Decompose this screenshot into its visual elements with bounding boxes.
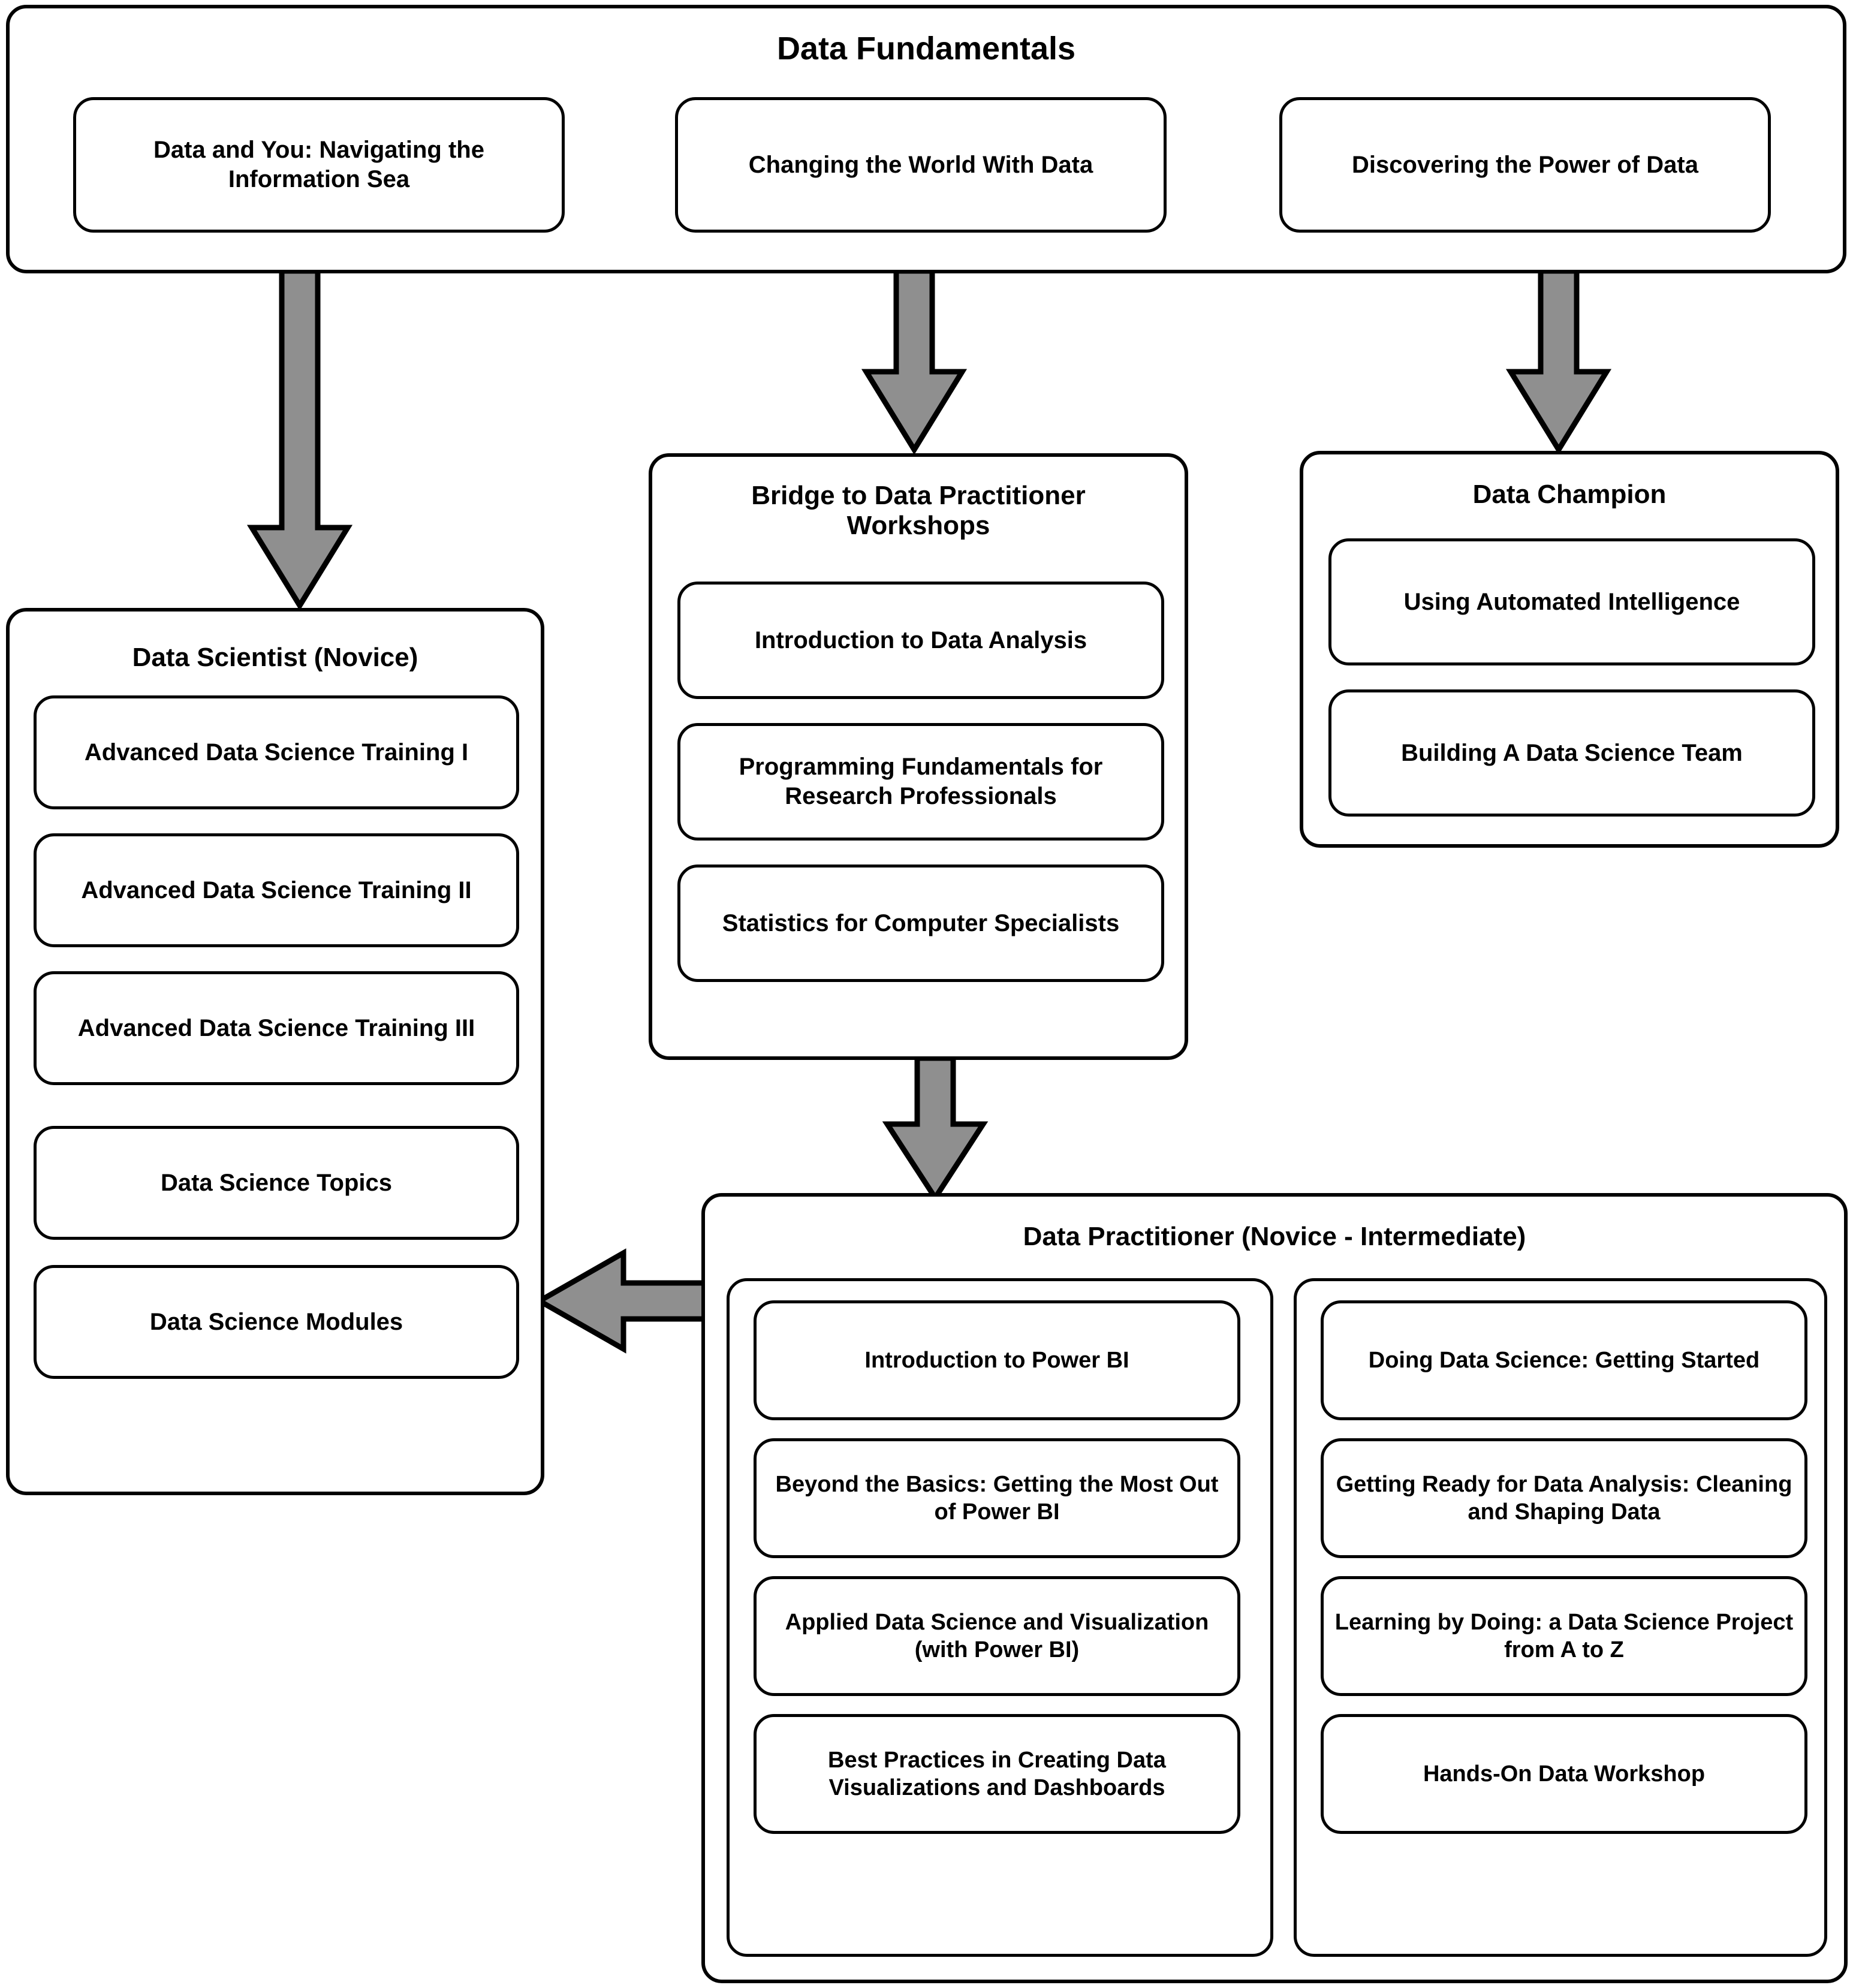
course-card-advanced-data-science-training-3[interactable]: Advanced Data Science Training III <box>34 971 519 1085</box>
course-label: Data and You: Navigating the Information… <box>153 137 484 192</box>
course-card-introduction-to-data-analysis[interactable]: Introduction to Data Analysis <box>677 582 1164 699</box>
course-card-doing-data-science-getting-started[interactable]: Doing Data Science: Getting Started <box>1321 1300 1807 1420</box>
course-label: Data Science Topics <box>160 1169 393 1196</box>
course-card-getting-ready-for-data-analysis[interactable]: Getting Ready for Data Analysis: Cleanin… <box>1321 1438 1807 1558</box>
course-label: Best Practices in Creating Data Visualiz… <box>828 1747 1166 1800</box>
group-data-practitioner[interactable]: Data Practitioner (Novice - Intermediate… <box>701 1193 1848 1983</box>
course-card-discovering-the-power-of-data[interactable]: Discovering the Power of Data <box>1279 97 1771 233</box>
course-card-building-a-data-science-team[interactable]: Building A Data Science Team <box>1328 689 1815 817</box>
group-title-data-champion: Data Champion <box>1472 480 1667 509</box>
course-card-best-practices-data-visualizations[interactable]: Best Practices in Creating Data Visualiz… <box>754 1714 1240 1834</box>
course-label: Introduction to Power BI <box>864 1347 1129 1373</box>
course-label: Doing Data Science: Getting Started <box>1368 1347 1760 1373</box>
arrow-fundamentals-to-data-scientist <box>246 268 353 611</box>
arrow-fundamentals-to-data-champion <box>1505 268 1612 455</box>
arrow-data-practitioner-to-data-scientist <box>534 1248 708 1354</box>
course-card-applied-data-science-and-visualization[interactable]: Applied Data Science and Visualization (… <box>754 1576 1240 1696</box>
course-label: Applied Data Science and Visualization (… <box>785 1609 1209 1662</box>
course-label: Using Automated Intelligence <box>1403 588 1740 615</box>
course-label: Building A Data Science Team <box>1401 739 1743 766</box>
group-data-champion[interactable]: Data Champion Using Automated Intelligen… <box>1300 451 1839 848</box>
course-label: Programming Fundamentals for Research Pr… <box>739 754 1103 809</box>
course-label: Changing the World With Data <box>748 151 1093 178</box>
course-card-advanced-data-science-training-1[interactable]: Advanced Data Science Training I <box>34 695 519 809</box>
course-label: Discovering the Power of Data <box>1352 151 1698 178</box>
course-card-hands-on-data-workshop[interactable]: Hands-On Data Workshop <box>1321 1714 1807 1834</box>
group-title-data-scientist: Data Scientist (Novice) <box>132 643 418 672</box>
course-label: Hands-On Data Workshop <box>1423 1761 1706 1787</box>
course-label: Beyond the Basics: Getting the Most Out … <box>775 1471 1219 1525</box>
course-card-data-science-topics[interactable]: Data Science Topics <box>34 1126 519 1240</box>
group-title-data-fundamentals: Data Fundamentals <box>776 31 1076 67</box>
group-title-bridge-workshops: Bridge to Data Practitioner Workshops <box>751 481 1086 540</box>
group-data-fundamentals[interactable]: Data Fundamentals Data and You: Navigati… <box>6 5 1846 273</box>
group-title-data-practitioner: Data Practitioner (Novice - Intermediate… <box>1023 1222 1526 1251</box>
data-practitioner-left-column: Introduction to Power BI Beyond the Basi… <box>727 1278 1273 1957</box>
course-card-advanced-data-science-training-2[interactable]: Advanced Data Science Training II <box>34 833 519 947</box>
group-bridge-to-data-practitioner-workshops[interactable]: Bridge to Data Practitioner Workshops In… <box>649 453 1188 1060</box>
course-label: Getting Ready for Data Analysis: Cleanin… <box>1336 1471 1792 1525</box>
course-label: Advanced Data Science Training I <box>84 739 469 766</box>
course-label: Advanced Data Science Training III <box>77 1014 475 1041</box>
course-card-statistics-for-computer-specialists[interactable]: Statistics for Computer Specialists <box>677 865 1164 982</box>
course-card-introduction-to-power-bi[interactable]: Introduction to Power BI <box>754 1300 1240 1420</box>
course-label: Advanced Data Science Training II <box>81 876 472 903</box>
course-card-programming-fundamentals[interactable]: Programming Fundamentals for Research Pr… <box>677 723 1164 841</box>
data-practitioner-right-column: Doing Data Science: Getting Started Gett… <box>1294 1278 1827 1957</box>
course-card-data-and-you[interactable]: Data and You: Navigating the Information… <box>73 97 565 233</box>
course-label: Introduction to Data Analysis <box>754 626 1087 653</box>
arrow-fundamentals-to-bridge <box>861 268 968 455</box>
arrow-bridge-to-data-practitioner <box>882 1055 989 1203</box>
course-label: Statistics for Computer Specialists <box>722 909 1120 936</box>
course-label: Data Science Modules <box>149 1308 403 1335</box>
course-card-data-science-modules[interactable]: Data Science Modules <box>34 1265 519 1379</box>
course-card-learning-by-doing-project-a-to-z[interactable]: Learning by Doing: a Data Science Projec… <box>1321 1576 1807 1696</box>
course-card-changing-the-world-with-data[interactable]: Changing the World With Data <box>675 97 1167 233</box>
course-label: Learning by Doing: a Data Science Projec… <box>1334 1609 1794 1662</box>
course-card-beyond-the-basics-power-bi[interactable]: Beyond the Basics: Getting the Most Out … <box>754 1438 1240 1558</box>
course-card-using-automated-intelligence[interactable]: Using Automated Intelligence <box>1328 538 1815 665</box>
group-data-scientist-novice[interactable]: Data Scientist (Novice) Advanced Data Sc… <box>6 608 544 1495</box>
